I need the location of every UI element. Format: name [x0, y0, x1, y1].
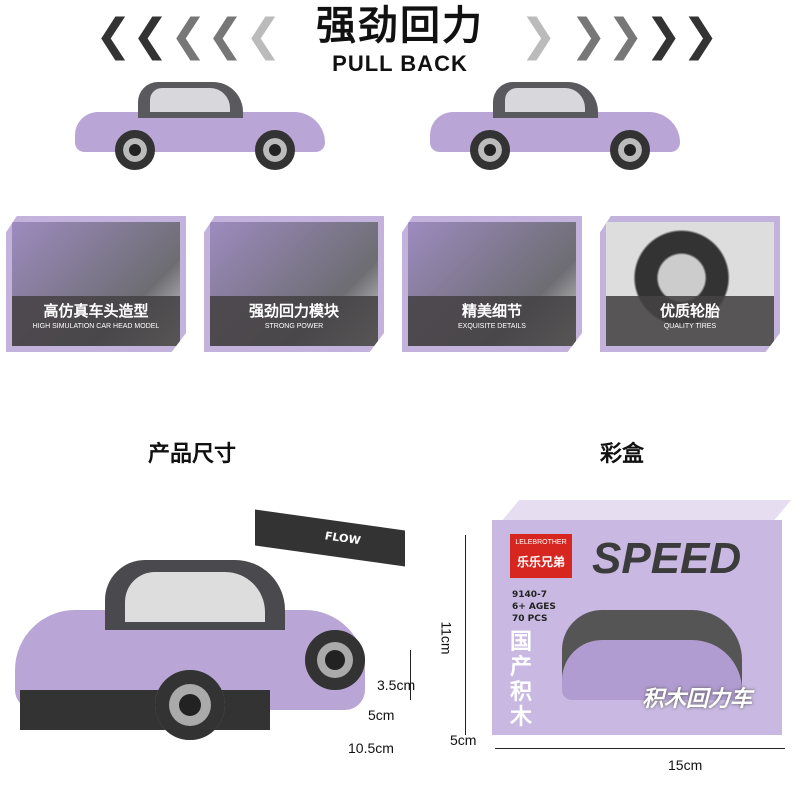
car-width: 5cm — [368, 707, 395, 723]
brand-logo: LELEBROTHER 乐乐兄弟 — [510, 534, 572, 578]
car-height: 3.5cm — [377, 677, 416, 693]
box-height: 11cm — [438, 621, 455, 655]
feature-strong-power: 强劲回力模块 STRONG POWER — [204, 216, 384, 352]
chevron-left-icon: ❮❮ — [170, 10, 244, 61]
box-depth: 5cm — [450, 732, 477, 748]
color-box-image: LELEBROTHER 乐乐兄弟 SPEED 9140-7 6+ AGES 70 … — [492, 520, 782, 735]
box-headline: SPEED — [592, 534, 742, 583]
wing-text: FLOW — [325, 529, 361, 548]
box-slogan: 积木回力车 — [641, 687, 752, 712]
chevron-right-icon: ❯❯ — [570, 10, 644, 61]
feature-subtitle: EXQUISITE DETAILS — [458, 323, 526, 330]
title-en: PULL BACK — [332, 51, 468, 76]
chevron-right-icon: ❯ — [520, 10, 557, 61]
feature-title: 高仿真车头造型 — [43, 302, 149, 320]
brand-name-cn: 乐乐兄弟 — [516, 555, 565, 569]
chevron-right-icon: ❯❯ — [645, 10, 719, 61]
box-width: 15cm — [668, 757, 703, 773]
car-product-image: FLOW — [15, 509, 405, 740]
feature-subtitle: STRONG POWER — [264, 323, 324, 330]
box-top — [500, 500, 792, 522]
section-box-title: 彩盒 — [600, 442, 645, 467]
feature-subtitle: HIGH SIMULATION CAR HEAD MODEL — [32, 323, 160, 330]
car-image-right — [430, 82, 680, 172]
car-length: 10.5cm — [348, 740, 394, 756]
brand-name-en: LELEBROTHER — [515, 539, 567, 546]
chevron-left-icon: ❮❮ — [95, 10, 169, 61]
box-vertical-text: 国产积木 — [510, 630, 533, 730]
feature-details: 精美细节 EXQUISITE DETAILS — [402, 216, 582, 352]
box-pieces: 70 PCS — [512, 614, 548, 624]
chevron-left-icon: ❮ — [245, 10, 282, 61]
section-size-title: 产品尺寸 — [148, 442, 237, 467]
box-age: 6+ AGES — [512, 602, 556, 612]
car-image-left — [75, 82, 325, 172]
feature-title: 优质轮胎 — [659, 302, 720, 320]
feature-head-model: 高仿真车头造型 HIGH SIMULATION CAR HEAD MODEL — [6, 216, 186, 352]
title-cn: 强劲回力 — [316, 3, 484, 49]
box-model: 9140-7 — [512, 590, 548, 600]
feature-subtitle: QUALITY TIRES — [663, 323, 717, 330]
feature-tires: 优质轮胎 QUALITY TIRES — [600, 216, 780, 352]
feature-title: 精美细节 — [461, 302, 522, 320]
feature-title: 强劲回力模块 — [248, 302, 339, 320]
